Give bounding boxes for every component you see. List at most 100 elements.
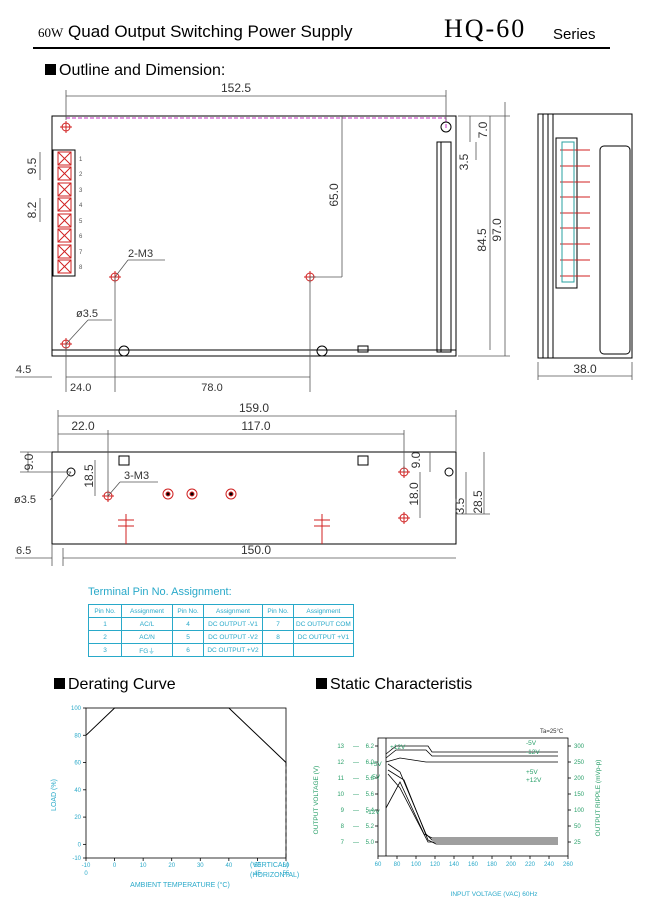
x-tick-label: 180	[487, 862, 498, 868]
terminal-assignment-table-wrap: Pin No. Assignment Pin No. Assignment Pi…	[88, 604, 354, 657]
terminal-number: 7	[79, 250, 83, 256]
static-xlabel: INPUT VOLTAGE (VAC) 60Hz	[451, 891, 538, 898]
curve-label: +12V	[526, 777, 542, 784]
label-dia-bottom: ø3.5	[14, 494, 36, 506]
x-tick-label: 200	[506, 862, 517, 868]
dim-9-left: 9.0	[22, 453, 36, 470]
derating-horizontal-note: (HORIZONTAL)	[250, 872, 299, 879]
x-tick-label: 240	[544, 862, 555, 868]
fuse-icon	[314, 514, 330, 544]
y-tick-label-right: 300	[574, 744, 585, 750]
x-tick-label: 60	[283, 863, 290, 869]
header-title: 60W Quad Output Switching Power Supply	[38, 22, 352, 42]
header-rule	[33, 47, 610, 49]
dim-65: 65.0	[327, 183, 341, 207]
bottom-view-drawing: 159.0 22.0 117.0 9.0 18.5 3-M3 ø3.5 9.0 …	[14, 401, 490, 566]
y-tick-label: 5.8	[366, 776, 375, 782]
y-tick-sep: —	[353, 776, 359, 782]
dim-3-5: 3.5	[457, 153, 471, 170]
fuse-icon	[118, 514, 134, 544]
dim-width: 152.5	[221, 81, 251, 95]
x-tick-label-horizontal: 0	[84, 871, 88, 877]
y-tick-label: 8	[341, 824, 345, 830]
bullet-square-icon	[45, 64, 56, 75]
x-tick-label: 100	[411, 862, 422, 868]
dim-159: 159.0	[239, 401, 269, 415]
static-curve	[385, 749, 558, 759]
bullet-square-icon	[316, 678, 327, 689]
outline-title: Outline and Dimension:	[45, 62, 225, 80]
y-tick-label: 80	[74, 733, 81, 739]
x-tick-label: 140	[449, 862, 460, 868]
terminal-assignment-title: Terminal Pin No. Assignment:	[88, 586, 232, 598]
y-tick-sep: —	[353, 760, 359, 766]
terminal-number: 4	[79, 203, 83, 209]
x-tick-label: 0	[113, 863, 117, 869]
terminal-screw-icon	[57, 182, 72, 197]
y-tick-label-right: 150	[574, 792, 585, 798]
x-tick-label: -10	[82, 863, 91, 869]
screw-icon	[225, 488, 237, 500]
y-tick-label: -10	[72, 856, 81, 862]
x-tick-label: 160	[468, 862, 479, 868]
terminal-number: 3	[79, 188, 83, 194]
y-tick-label: 5.4	[366, 808, 375, 814]
x-tick-label-horizontal: 55	[283, 871, 290, 877]
derating-curve	[85, 707, 287, 763]
top-view-rail	[436, 141, 452, 353]
dim-18-5: 18.5	[82, 464, 96, 488]
curve-label: -5V	[526, 740, 537, 747]
label-3-m3: 3-M3	[124, 470, 149, 482]
static-ylabel-left: OUTPUT VOLTAGE (V)	[313, 766, 320, 835]
static-ylabel-right: OUTPUT RIPPLE (mVp-p)	[595, 760, 602, 837]
curve-label: +5V	[370, 761, 382, 768]
top-view-drawing: 1 2 3 4 5 6 7 8 152.5 7.0 9.5 8.2 65.0	[15, 81, 633, 394]
static-curve	[385, 745, 558, 755]
curve-label: +12V	[390, 744, 406, 751]
static-curve	[385, 757, 558, 763]
side-view-outline	[537, 113, 633, 359]
terminal-number: 8	[79, 265, 83, 271]
y-tick-label-right: 200	[574, 776, 585, 782]
terminal-block	[52, 149, 76, 277]
x-tick-label: 50	[254, 863, 261, 869]
x-tick-label: 40	[226, 863, 233, 869]
terminal-number: 5	[79, 219, 83, 225]
dim-18: 18.0	[407, 482, 421, 506]
y-tick-label: 5.2	[366, 824, 375, 830]
y-tick-label: 9	[341, 808, 345, 814]
y-tick-label: 13	[337, 744, 344, 750]
screw-icon	[186, 488, 198, 500]
label-dia: ø3.5	[76, 308, 98, 320]
dim-117: 117.0	[241, 419, 270, 433]
dim-24: 24.0	[70, 382, 91, 394]
terminal-screw-icon	[57, 259, 72, 274]
y-tick-label: 7	[341, 840, 345, 846]
side-terminals	[560, 149, 590, 277]
table-row: 1 AC/L 4 DC OUTPUT -V1 7 DC OUTPUT COM	[88, 617, 354, 631]
label-2-m3: 2-M3	[128, 248, 153, 260]
terminal-screw-icon	[57, 166, 72, 181]
table-row: 2 AC/N 5 DC OUTPUT -V2 8 DC OUTPUT +V1	[88, 630, 354, 644]
dim-8-2: 8.2	[25, 201, 39, 218]
curve-label: -12V	[526, 749, 540, 756]
table-row: 3 FG⏚ 6 DC OUTPUT +V2	[88, 643, 354, 657]
dim-28-5: 28.5	[471, 490, 485, 514]
derating-frame	[85, 707, 287, 859]
terminal-number: 6	[79, 234, 83, 240]
terminal-screw-icon	[57, 213, 72, 228]
y-tick-label-right: 50	[574, 824, 581, 830]
y-tick-label: 20	[74, 815, 81, 821]
static-title: Static Characteristis	[316, 676, 472, 694]
bullet-square-icon	[54, 678, 65, 689]
bottom-view-outline	[51, 451, 457, 545]
y-tick-label: 5.0	[366, 840, 375, 846]
y-tick-label: 10	[337, 792, 344, 798]
wattage: 60W	[38, 25, 64, 40]
static-curve	[387, 769, 558, 845]
dim-6-5: 6.5	[16, 545, 31, 557]
y-tick-label-right: 100	[574, 808, 585, 814]
static-curve	[387, 773, 558, 843]
y-tick-sep: —	[353, 840, 359, 846]
